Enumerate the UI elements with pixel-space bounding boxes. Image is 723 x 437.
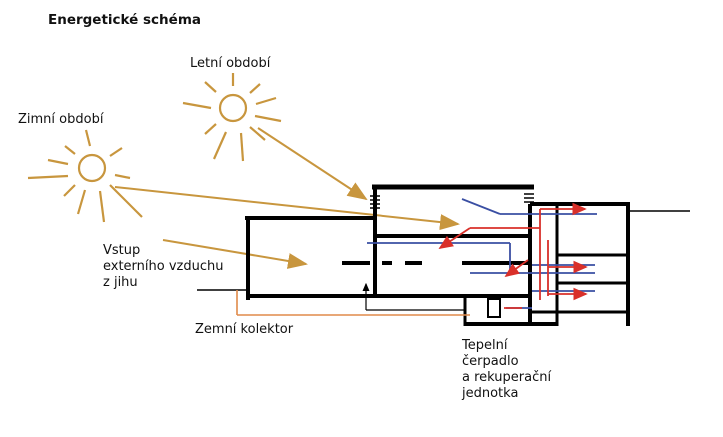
heat-pump-line-3: a rekuperační xyxy=(462,370,552,385)
air-inlet-arrow xyxy=(162,239,308,269)
supply-connection xyxy=(362,282,465,311)
air-inlet-line-3: z jihu xyxy=(103,275,138,290)
air-inlet-line-1: Vstup xyxy=(103,243,141,258)
summer-period-label: Letní období xyxy=(190,56,271,71)
summer-sun-icon xyxy=(182,73,282,162)
building-structure xyxy=(197,184,690,326)
heat-pump-unit-icon xyxy=(487,298,501,318)
warm-air-flows xyxy=(438,202,588,309)
air-inlet-line-2: externího vzduchu xyxy=(103,259,224,274)
air-inlet-label: Vstup externího vzduchu z jihu xyxy=(103,243,224,291)
ground-collector-pipe xyxy=(236,290,470,316)
summer-ray-arrow xyxy=(257,127,368,201)
heat-pump-label: Tepelní čerpadlo a rekuperační jednotka xyxy=(462,338,551,402)
heat-pump-line-2: čerpadlo xyxy=(462,354,519,369)
heat-pump-line-1: Tepelní xyxy=(462,338,508,353)
winter-period-label: Zimní období xyxy=(18,112,104,127)
winter-sun-icon xyxy=(27,129,143,223)
ground-collector-label: Zemní kolektor xyxy=(195,322,294,337)
diagram-title: Energetické schéma xyxy=(48,12,202,28)
heat-pump-line-4: jednotka xyxy=(462,386,519,401)
winter-ray-arrow xyxy=(114,186,460,231)
